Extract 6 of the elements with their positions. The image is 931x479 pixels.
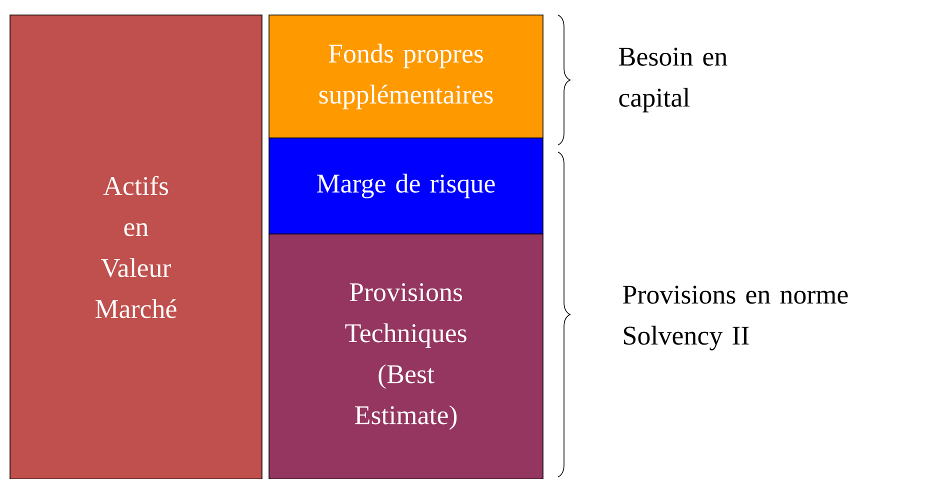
- block: Actifs en Valeur Marché: [10, 14, 262, 479]
- brace-label: Besoin en capital: [619, 48, 728, 112]
- block: Marge de risque: [268, 138, 544, 234]
- block: Provisions Techniques (Best Estimate): [268, 234, 544, 479]
- brace-label: Provisions en norme Solvency II: [623, 286, 848, 350]
- block: Fonds propres supplémentaires: [268, 14, 544, 138]
